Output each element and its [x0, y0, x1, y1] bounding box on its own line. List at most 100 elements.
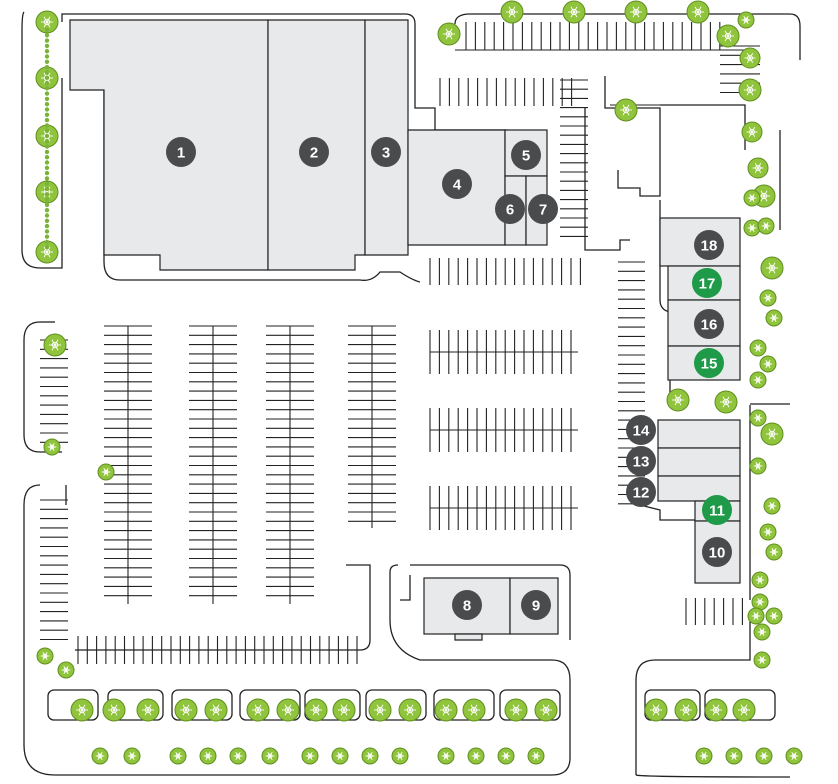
unit-marker-8[interactable]: 8: [452, 590, 482, 620]
unit-marker-17[interactable]: 17: [692, 268, 722, 298]
unit-marker-14[interactable]: 14: [626, 415, 656, 445]
hedge-shrub: [44, 75, 50, 80]
tree-icon: [743, 219, 761, 237]
unit-marker-15[interactable]: 15: [694, 348, 724, 378]
unit-number: 11: [709, 503, 725, 520]
west-lot-curb: [23, 321, 62, 453]
tree-icon: [398, 698, 422, 722]
tree-icon: [246, 698, 270, 722]
unit-number: 8: [463, 598, 471, 615]
north-block-south-curb: [103, 86, 421, 283]
tree-icon: [741, 121, 763, 143]
tree-icon: [759, 523, 777, 541]
hedge-shrub: [44, 245, 50, 250]
tree-icon: [500, 0, 524, 24]
tree-icon: [644, 698, 668, 722]
unit-marker-6[interactable]: 6: [495, 194, 525, 224]
hedge-shrub: [44, 70, 50, 75]
unit-number: 2: [310, 145, 318, 162]
unit-marker-icon: [702, 537, 732, 567]
tree-icon: [504, 698, 528, 722]
building-unit-14: [657, 419, 741, 449]
hedge-shrub: [44, 234, 50, 239]
unit-marker-18[interactable]: 18: [694, 230, 724, 260]
hedge-shrub: [44, 149, 50, 155]
hedge-shrub: [44, 213, 50, 218]
unit-marker-4[interactable]: 4: [442, 169, 472, 199]
tree-icon: [301, 747, 319, 765]
unit-marker-7[interactable]: 7: [528, 194, 558, 224]
tree-icon: [204, 698, 228, 722]
tree-icon: [751, 571, 769, 589]
tree-icon: [624, 0, 648, 24]
unit-number: 15: [701, 356, 718, 373]
tree-icon: [43, 333, 67, 357]
unit-marker-icon: [694, 309, 724, 339]
hedge-shrub: [44, 27, 50, 33]
south-lot-curb: [23, 484, 571, 776]
hedge-shrub: [44, 80, 50, 86]
pad-89-lot: [410, 564, 571, 640]
tree-icon: [97, 463, 115, 481]
tree-icon: [760, 422, 784, 446]
site-curbs: [21, 11, 801, 778]
tree-icon: [332, 698, 356, 722]
unit-marker-11[interactable]: 11: [702, 495, 732, 525]
hedge-shrub: [44, 43, 50, 49]
tree-icon: [753, 623, 771, 641]
unit-marker-icon: [626, 415, 656, 445]
unit-marker-icon: [495, 194, 525, 224]
building-unit-12: [657, 475, 741, 502]
tree-icon: [674, 698, 698, 722]
building-unit-13: [657, 447, 741, 477]
tree-icon: [759, 355, 777, 373]
unit-marker-12[interactable]: 12: [626, 477, 656, 507]
unit-marker-5[interactable]: 5: [511, 140, 541, 170]
tree-icon: [562, 0, 586, 24]
tree-icon: [368, 698, 392, 722]
tree-icon: [534, 698, 558, 722]
tree-icon: [738, 78, 762, 102]
unit-marker-icon: [452, 590, 482, 620]
unit-number: 1: [177, 145, 185, 162]
unit-marker-1[interactable]: 1: [166, 137, 196, 167]
unit-marker-icon: [702, 495, 732, 525]
unit-marker-2[interactable]: 2: [299, 137, 329, 167]
unit-marker-icon: [442, 169, 472, 199]
unit-marker-10[interactable]: 10: [702, 537, 732, 567]
tree-icon: [704, 698, 728, 722]
unit-marker-icon: [692, 268, 722, 298]
unit-marker-9[interactable]: 9: [521, 590, 551, 620]
hedge-shrub: [44, 102, 50, 107]
unit-marker-icon: [371, 137, 401, 167]
tree-icon: [765, 309, 783, 327]
unit-marker-icon: [694, 348, 724, 378]
hedge-shrub: [44, 192, 50, 197]
tree-icon: [434, 698, 458, 722]
unit-marker-13[interactable]: 13: [626, 446, 656, 476]
tree-icon: [760, 256, 784, 280]
unit-marker-icon: [528, 194, 558, 224]
tree-icon: [174, 698, 198, 722]
hedge-shrub: [44, 223, 50, 229]
unit-marker-icon: [166, 137, 196, 167]
hedge-shrub: [44, 123, 50, 128]
unit-number: 10: [709, 545, 726, 562]
tree-icon: [261, 747, 279, 765]
tree-icon: [765, 543, 783, 561]
northeast-curb: [454, 13, 801, 60]
hedge-shrub: [44, 54, 50, 59]
unit-number: 5: [522, 148, 530, 165]
tree-icon: [199, 747, 217, 765]
tree-icon: [785, 747, 803, 765]
tree-icon: [169, 747, 187, 765]
hedge-shrub: [44, 59, 50, 64]
unit-marker-3[interactable]: 3: [371, 137, 401, 167]
hedge-shrub: [44, 229, 50, 234]
tree-icon: [695, 747, 713, 765]
tree-icon: [749, 457, 767, 475]
tree-icon: [136, 698, 160, 722]
tree-icon: [304, 698, 328, 722]
unit-marker-16[interactable]: 16: [694, 309, 724, 339]
